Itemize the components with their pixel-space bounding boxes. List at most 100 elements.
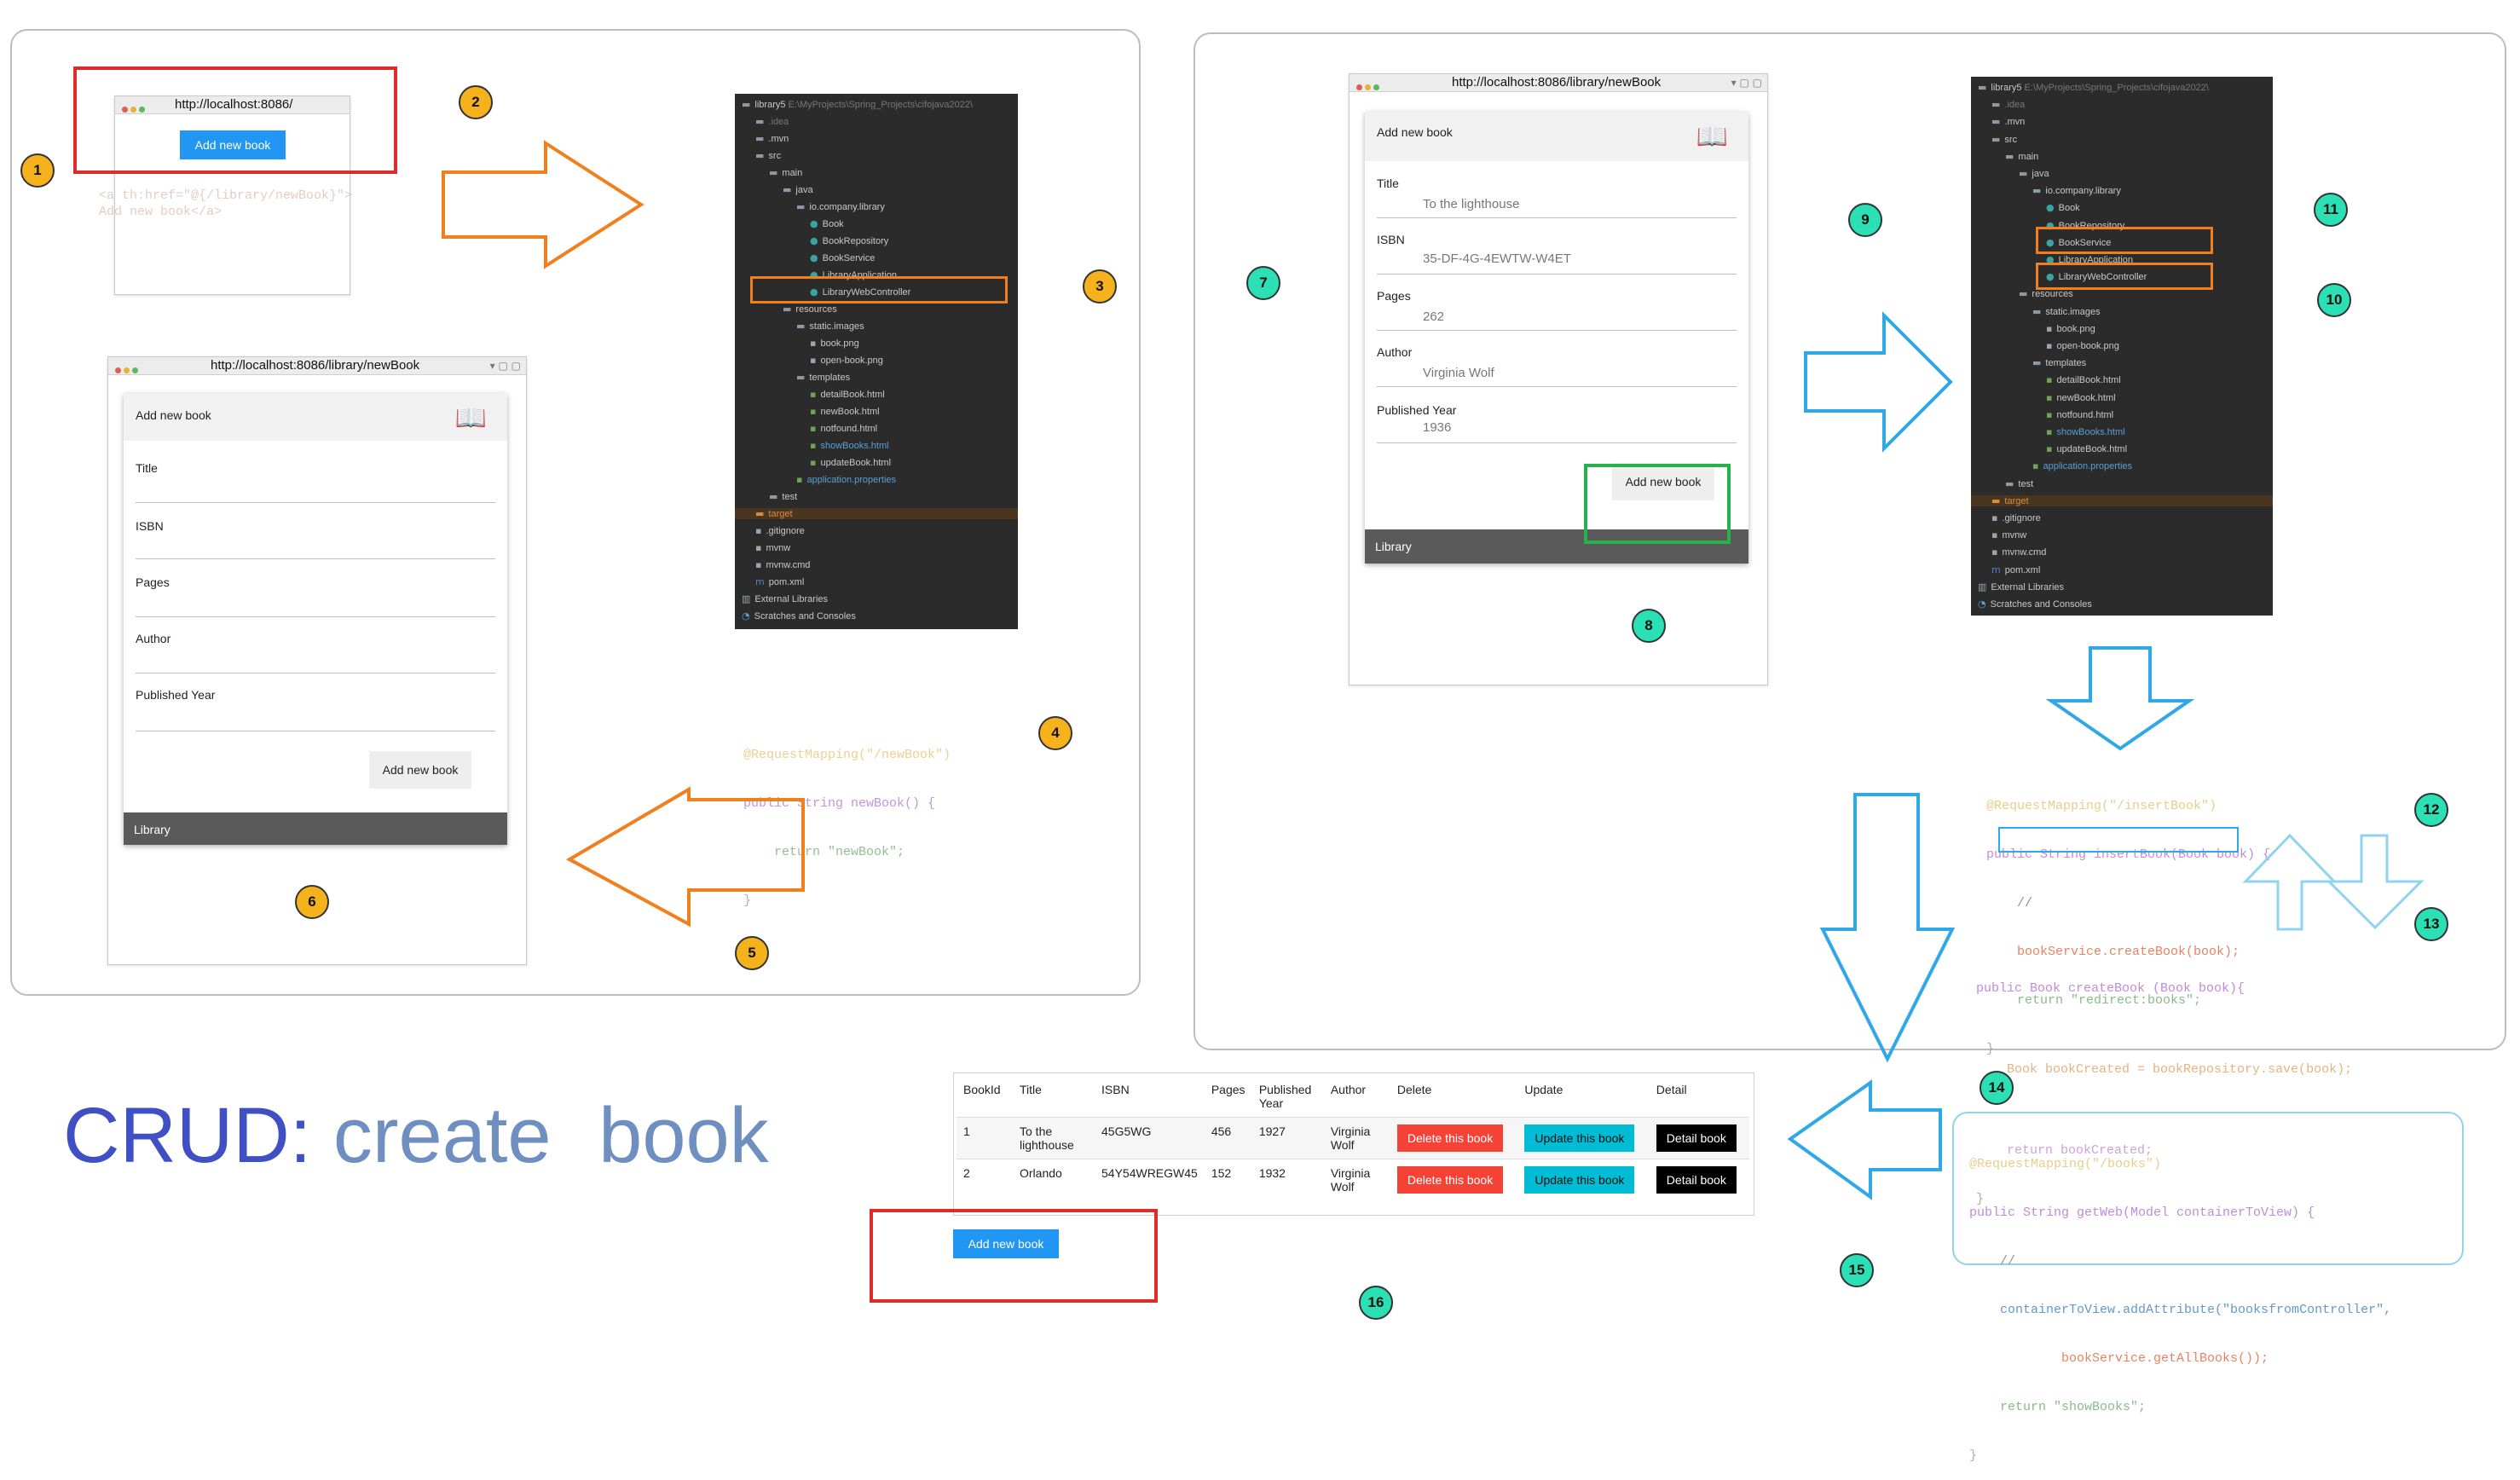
update-book-button[interactable]: Update this book: [1524, 1166, 1635, 1194]
tree-item-label: application.properties: [2043, 461, 2133, 472]
tree-item[interactable]: ▪showBooks.html: [2046, 426, 2125, 437]
pages-input[interactable]: [136, 616, 495, 617]
tree-item[interactable]: ▪updateBook.html: [2046, 443, 2127, 454]
tree-item[interactable]: ▪detailBook.html: [810, 389, 885, 400]
tree-item[interactable]: ▬target: [1971, 494, 2273, 506]
tree-item[interactable]: ▪newBook.html: [810, 406, 880, 417]
tree-item[interactable]: ●Book: [2046, 202, 2080, 213]
isbn-underline: [1377, 274, 1737, 275]
html-icon: ▪: [810, 406, 817, 417]
tree-item[interactable]: ▬templates: [796, 372, 850, 383]
tree-item[interactable]: ▬main: [2005, 151, 2038, 162]
tree-item[interactable]: ▥External Libraries: [742, 593, 828, 604]
tree-item-label: templates: [2045, 358, 2087, 369]
isbn-input[interactable]: 35-DF-4G-4EWTW-W4ET: [1423, 251, 1571, 266]
tree-item[interactable]: ▪application.properties: [2032, 460, 2132, 471]
header-published-year: Published Year: [1258, 1083, 1312, 1110]
tree-item[interactable]: ▪.gitignore: [755, 525, 805, 536]
tree-item[interactable]: ▬.mvn: [755, 133, 789, 144]
tree-item[interactable]: ▪notfound.html: [2046, 409, 2113, 420]
tree-item[interactable]: ●Book: [810, 218, 844, 229]
tree-item[interactable]: ▬test: [2005, 478, 2033, 489]
tree-item[interactable]: ▬library5 E:\MyProjects\Spring_Projects\…: [742, 99, 973, 110]
library-icon: ▥: [742, 593, 751, 604]
step-badge-8: 8: [1632, 609, 1666, 643]
tree-item[interactable]: ▪mvnw.cmd: [1991, 546, 2046, 558]
tree-item[interactable]: ●LibraryWebController: [2046, 271, 2147, 282]
tree-item[interactable]: ▬java: [2019, 168, 2049, 179]
tree-item[interactable]: ▬static.images: [2032, 306, 2101, 317]
add-new-book-button[interactable]: Add new book: [180, 130, 286, 159]
add-new-book-button[interactable]: Add new book: [953, 1229, 1059, 1258]
tree-item[interactable]: ▬test: [769, 491, 797, 502]
pages-input[interactable]: 262: [1423, 309, 1445, 324]
tree-item[interactable]: ▬library5 E:\MyProjects\Spring_Projects\…: [1978, 82, 2209, 93]
tree-item[interactable]: ▬io.company.library: [2032, 185, 2121, 196]
tree-item[interactable]: ●BookRepository: [810, 235, 888, 246]
tree-item[interactable]: ▬src: [1991, 134, 2017, 145]
tree-item[interactable]: ▬src: [755, 150, 781, 161]
detail-book-button[interactable]: Detail book: [1656, 1166, 1737, 1194]
tree-item[interactable]: ▪open-book.png: [2046, 340, 2119, 351]
tree-item[interactable]: ▪mvnw: [1991, 529, 2026, 541]
tree-item[interactable]: ▪detailBook.html: [2046, 374, 2121, 385]
tree-item[interactable]: ▬.idea: [755, 116, 789, 127]
delete-book-button[interactable]: Delete this book: [1396, 1166, 1504, 1194]
tree-item[interactable]: ▪newBook.html: [2046, 392, 2116, 403]
tree-item[interactable]: ●BookService: [810, 252, 875, 263]
tree-item[interactable]: ▪.gitignore: [1991, 512, 2041, 523]
isbn-input[interactable]: [136, 558, 495, 559]
form-header-title: Add new book: [1377, 125, 1453, 139]
tree-item[interactable]: ◔Scratches and Consoles: [1978, 598, 2092, 610]
title-input[interactable]: [136, 502, 495, 503]
tree-item[interactable]: ▬target: [735, 508, 1018, 519]
tree-item[interactable]: ▪mvnw: [755, 542, 790, 553]
author-input[interactable]: Virginia Wolf: [1423, 366, 1494, 380]
address-bar[interactable]: http://localhost:8086/: [175, 97, 293, 112]
title-input[interactable]: To the lighthouse: [1423, 197, 1520, 211]
tree-item[interactable]: ▬main: [769, 167, 802, 178]
browser-menu-icon[interactable]: ▾ ▢ ▢: [489, 360, 521, 372]
tree-item[interactable]: ◔ Scratches and Consoles: [742, 610, 856, 621]
author-input[interactable]: [136, 673, 495, 674]
tree-item[interactable]: ▬.mvn: [1991, 116, 2025, 127]
delete-book-button[interactable]: Delete this book: [1396, 1124, 1504, 1152]
arrow-down-blue-small: [2326, 834, 2425, 930]
tree-item[interactable]: ▪application.properties: [796, 474, 896, 485]
update-book-button[interactable]: Update this book: [1524, 1124, 1635, 1152]
tree-item[interactable]: ▬resources: [2019, 288, 2073, 299]
tree-item[interactable]: ▪open-book.png: [810, 355, 883, 366]
tree-item[interactable]: ▪book.png: [2046, 323, 2095, 334]
address-bar[interactable]: http://localhost:8086/library/newBook: [1452, 75, 1662, 90]
form-header: Add new book 📖: [124, 393, 507, 441]
tree-item[interactable]: ●LibraryWebController: [810, 286, 910, 298]
submit-add-book-button[interactable]: Add new book: [369, 751, 471, 789]
tree-item[interactable]: ▪updateBook.html: [810, 457, 891, 468]
isbn-label: ISBN: [1377, 233, 1405, 246]
tree-item[interactable]: ▪mvnw.cmd: [755, 559, 810, 570]
tree-item-label: .mvn: [768, 134, 789, 144]
address-bar[interactable]: http://localhost:8086/library/newBook: [211, 358, 420, 373]
tree-item[interactable]: ●BookService: [2046, 237, 2111, 248]
detail-book-button[interactable]: Detail book: [1656, 1124, 1737, 1152]
folder-icon: ▬: [769, 491, 778, 502]
tree-item[interactable]: ▪showBooks.html: [810, 440, 889, 451]
tree-item[interactable]: ▬io.company.library: [796, 201, 885, 212]
author-underline: [1377, 386, 1737, 387]
tree-item[interactable]: ▪book.png: [810, 338, 859, 349]
tree-item-label: pom.xml: [768, 577, 805, 587]
tree-item[interactable]: ▬.idea: [1991, 99, 2025, 110]
tree-item[interactable]: ▪notfound.html: [810, 423, 877, 434]
tree-item[interactable]: ▥External Libraries: [1978, 581, 2064, 593]
submit-add-book-button[interactable]: Add new book: [1612, 463, 1714, 500]
tree-item[interactable]: ▬templates: [2032, 357, 2086, 368]
tree-item[interactable]: ▬static.images: [796, 321, 864, 332]
browser-menu-icon[interactable]: ▾ ▢ ▢: [1731, 77, 1762, 89]
published-year-input[interactable]: 1936: [1423, 420, 1452, 435]
tree-item-label: Scratches and Consoles: [754, 611, 856, 621]
tree-item[interactable]: ▬resources: [783, 304, 837, 315]
tree-item[interactable]: ▬java: [783, 184, 813, 195]
scratch-icon: ◔: [742, 610, 750, 621]
